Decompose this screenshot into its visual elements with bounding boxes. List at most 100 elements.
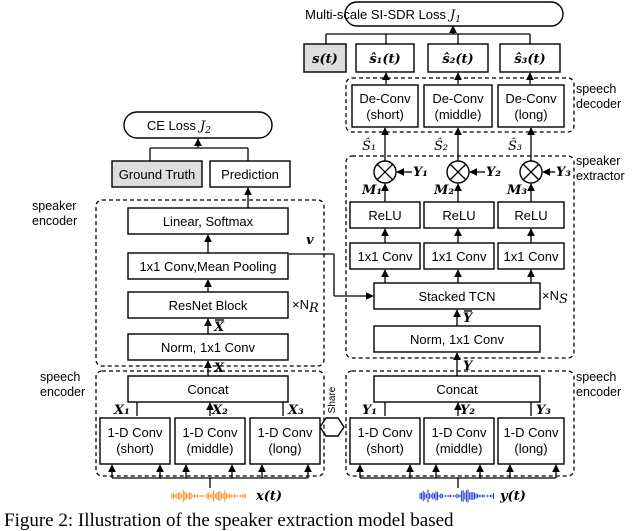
estimate-s3-box	[499, 43, 561, 73]
right-conv-short-label: 1-D Conv(short)	[358, 425, 413, 456]
mixture-waveform	[419, 489, 495, 503]
estimate-spectrum-3: Ŝ₃	[508, 137, 522, 154]
multiply-node-1	[373, 160, 397, 184]
left-branch-x2: X₂	[211, 403, 228, 418]
prediction-box	[209, 160, 291, 188]
mask-m1: M₁	[361, 183, 382, 198]
ground-truth-label: Ground Truth	[119, 167, 196, 182]
tcn-repeat-count: ×NS	[542, 288, 568, 307]
right-branch-y1: Y₁	[362, 403, 377, 418]
normalized-reference-xbar: X	[213, 320, 225, 335]
linear-softmax-block	[127, 207, 289, 235]
relu-block-2	[423, 201, 495, 229]
right-conv-long-block	[497, 417, 565, 465]
mixture-input-label: y(t)	[499, 489, 526, 504]
estimate-s1-box	[355, 43, 415, 73]
encoder-output-y2: Y₂	[486, 165, 501, 180]
left-speech-encoder-group	[95, 370, 325, 477]
ce-loss-symbol: J2	[197, 119, 211, 136]
estimate-spectrum-1: Ŝ₁	[362, 137, 376, 154]
left-conv-short-block	[99, 417, 171, 465]
right-conv-middle-block	[423, 417, 495, 465]
linear-softmax-label: Linear, Softmax	[163, 214, 254, 229]
speaker-embedding-v: v	[306, 233, 314, 248]
multi-scale-loss-label: Multi-scale SI-SDR Loss	[305, 7, 446, 22]
conv1x1-label-3: 1x1 Conv	[504, 249, 559, 264]
relu-label-2: ReLU	[442, 208, 475, 223]
estimate-s2-label: ŝ₂(t)	[442, 52, 473, 67]
ce-loss-label: CE Loss	[147, 118, 197, 133]
deconv-short-label: De-Conv(short)	[359, 91, 411, 122]
multi-scale-loss-symbol: J1	[447, 8, 461, 25]
reference-signal-label: s(t)	[312, 52, 338, 67]
pooling-label: 1x1 Conv,Mean Pooling	[139, 259, 276, 274]
left-branch-x3: X₃	[287, 403, 304, 418]
relu-label-1: ReLU	[368, 208, 401, 223]
normalized-mixture-ybar: Y	[463, 311, 474, 326]
reference-waveform	[171, 489, 247, 503]
conv1x1-label-2: 1x1 Conv	[432, 249, 487, 264]
deconv-long-label: De-Conv(long)	[505, 91, 557, 122]
ce-loss-box	[123, 111, 273, 139]
left-conv-middle-block	[174, 417, 246, 465]
estimate-s3-label: ŝ₃(t)	[514, 52, 545, 67]
multiply-node-3	[519, 160, 543, 184]
deconv-middle-label: De-Conv(middle)	[432, 91, 484, 122]
right-branch-y3: Y₃	[536, 403, 551, 418]
encoder-norm-label: Norm, 1x1 Conv	[161, 340, 255, 355]
right-speech-encoder-group	[345, 370, 575, 477]
right-conv-short-block	[349, 417, 421, 465]
relu-label-3: ReLU	[514, 208, 547, 223]
mask-m3: M₃	[506, 183, 527, 198]
extractor-norm-block	[373, 325, 541, 353]
conv1x1-label-1: 1x1 Conv	[358, 249, 413, 264]
resnet-block	[127, 291, 289, 319]
left-conv-middle-label: 1-D Conv(middle)	[183, 425, 238, 456]
left-conv-long-label: 1-D Conv(long)	[258, 425, 313, 456]
conv1x1-block-2	[423, 242, 495, 270]
ground-truth-box	[111, 160, 203, 188]
share-weights-label: Share	[327, 386, 338, 413]
mask-m2: M₂	[433, 183, 454, 198]
conv1x1-block-1	[349, 242, 421, 270]
left-conv-short-label: 1-D Conv(short)	[108, 425, 163, 456]
reference-input-label: x(t)	[255, 489, 282, 504]
pooling-block	[127, 252, 289, 280]
extractor-norm-label: Norm, 1x1 Conv	[410, 332, 504, 347]
speech-decoder-group	[345, 77, 575, 133]
left-conv-long-block	[249, 417, 321, 465]
estimate-s1-label: ŝ₁(t)	[369, 52, 400, 67]
share-weights-connector	[319, 417, 345, 437]
encoder-output-y3: Y₃	[556, 165, 571, 180]
estimate-spectrum-2: Ŝ₂	[434, 137, 448, 154]
encoder-norm-block	[127, 333, 289, 361]
reference-signal-box	[303, 43, 347, 73]
deconv-short-block	[351, 84, 419, 128]
resnet-label: ResNet Block	[169, 298, 248, 313]
speaker-encoder-group	[95, 199, 325, 367]
left-concat-block	[127, 375, 289, 403]
encoder-output-y1: Y₁	[413, 165, 428, 180]
right-conv-long-label: 1-D Conv(long)	[504, 425, 559, 456]
relu-block-1	[349, 201, 421, 229]
reference-embedding-x: X	[213, 361, 225, 376]
right-conv-middle-label: 1-D Conv(middle)	[432, 425, 487, 456]
conv1x1-block-3	[497, 242, 565, 270]
stacked-tcn-label: Stacked TCN	[418, 289, 495, 304]
deconv-middle-block	[423, 84, 493, 128]
stacked-tcn-block	[373, 282, 541, 310]
right-branch-y2: Y₂	[460, 403, 475, 418]
resnet-repeat-count: ×NR	[292, 297, 319, 316]
estimate-s2-box	[427, 43, 489, 73]
deconv-long-block	[497, 84, 565, 128]
figure-caption: Figure 2: Illustration of the speaker ex…	[4, 510, 454, 531]
mixture-embedding-y: Y	[463, 359, 474, 374]
left-concat-label: Concat	[187, 382, 229, 397]
right-concat-block	[373, 375, 541, 403]
